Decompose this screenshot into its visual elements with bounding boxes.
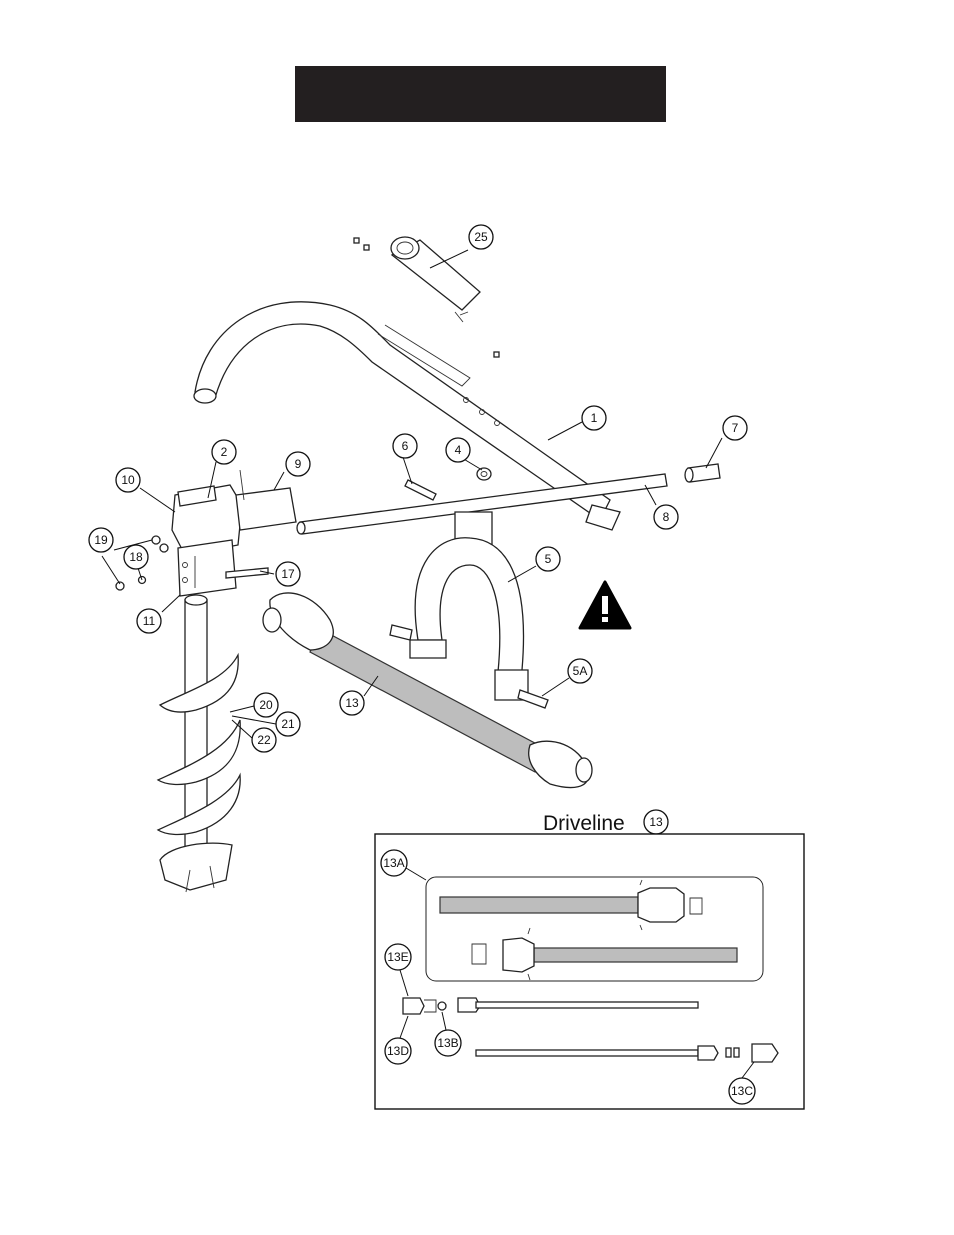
svg-text:13: 13	[345, 696, 359, 710]
callout-10: 10	[115, 467, 141, 493]
callout-driveline-13: 13	[643, 809, 669, 835]
callout-9: 9	[285, 451, 311, 477]
driveline-inset: Driveline 13 13A 13E 13D 13B	[374, 809, 805, 1110]
svg-text:13A: 13A	[383, 856, 404, 870]
svg-text:13B: 13B	[437, 1036, 458, 1050]
callout-6: 6	[392, 433, 418, 459]
part-8-rod	[296, 473, 668, 535]
driveline-13d-yoke	[402, 997, 425, 1015]
driveline-13c-yoke	[751, 1043, 779, 1063]
svg-text:10: 10	[121, 473, 135, 487]
part-13-driveline	[262, 592, 593, 789]
callout-13: 13	[339, 690, 365, 716]
callout-2: 2	[211, 439, 237, 465]
svg-text:17: 17	[281, 567, 295, 581]
callout-13c: 13C	[728, 1077, 756, 1105]
driveline-lower-rod	[475, 1049, 699, 1057]
svg-text:25: 25	[474, 230, 488, 244]
svg-text:13C: 13C	[731, 1084, 753, 1098]
svg-text:6: 6	[402, 439, 409, 453]
callout-11: 11	[136, 608, 162, 634]
svg-text:13D: 13D	[387, 1044, 409, 1058]
svg-text:13: 13	[649, 815, 663, 829]
callout-20: 20	[253, 692, 279, 718]
callout-13d: 13D	[384, 1037, 412, 1065]
svg-text:20: 20	[259, 698, 273, 712]
svg-text:19: 19	[94, 533, 108, 547]
svg-text:4: 4	[455, 443, 462, 457]
callout-5a: 5A	[567, 658, 593, 684]
warning-triangle-icon	[578, 580, 632, 630]
svg-text:18: 18	[129, 550, 143, 564]
callout-18: 18	[123, 544, 149, 570]
callout-1: 1	[581, 405, 607, 431]
svg-text:21: 21	[281, 717, 295, 731]
callout-13a: 13A	[380, 849, 408, 877]
driveline-frame	[374, 833, 805, 1110]
leader-lines	[101, 249, 723, 739]
callout-13b: 13B	[434, 1029, 462, 1057]
callout-22: 22	[251, 727, 277, 753]
driveline-13a-lower-tube	[533, 947, 738, 963]
callout-8: 8	[653, 504, 679, 530]
callout-5: 5	[535, 546, 561, 572]
gearbox-assembly	[115, 469, 297, 597]
part-1-boom	[193, 301, 621, 531]
part-6-bolt	[404, 479, 437, 501]
part-25-tube	[353, 236, 500, 358]
callout-17: 17	[275, 561, 301, 587]
svg-text:5A: 5A	[573, 664, 588, 678]
title-bar	[295, 66, 666, 122]
svg-text:22: 22	[257, 733, 271, 747]
part-4-nut	[476, 467, 492, 481]
svg-text:8: 8	[663, 510, 670, 524]
callout-13e: 13E	[384, 943, 412, 971]
svg-text:5: 5	[545, 552, 552, 566]
callout-19: 19	[88, 527, 114, 553]
driveline-upper-rod	[475, 1001, 699, 1009]
svg-text:11: 11	[143, 614, 156, 628]
auger-flighting	[156, 594, 241, 893]
svg-text:7: 7	[732, 421, 739, 435]
part-5-u-frame	[389, 511, 549, 709]
callout-7: 7	[722, 415, 748, 441]
svg-text:13E: 13E	[387, 950, 408, 964]
driveline-13a-upper-tube	[439, 896, 639, 914]
driveline-title: Driveline	[543, 812, 625, 835]
callout-25: 25	[468, 224, 494, 250]
part-7-pin	[684, 463, 721, 483]
svg-text:9: 9	[295, 457, 302, 471]
svg-text:1: 1	[591, 411, 598, 425]
driveline-13a-group	[425, 876, 764, 982]
svg-text:2: 2	[221, 445, 228, 459]
callout-4: 4	[445, 437, 471, 463]
callout-21: 21	[275, 711, 301, 737]
